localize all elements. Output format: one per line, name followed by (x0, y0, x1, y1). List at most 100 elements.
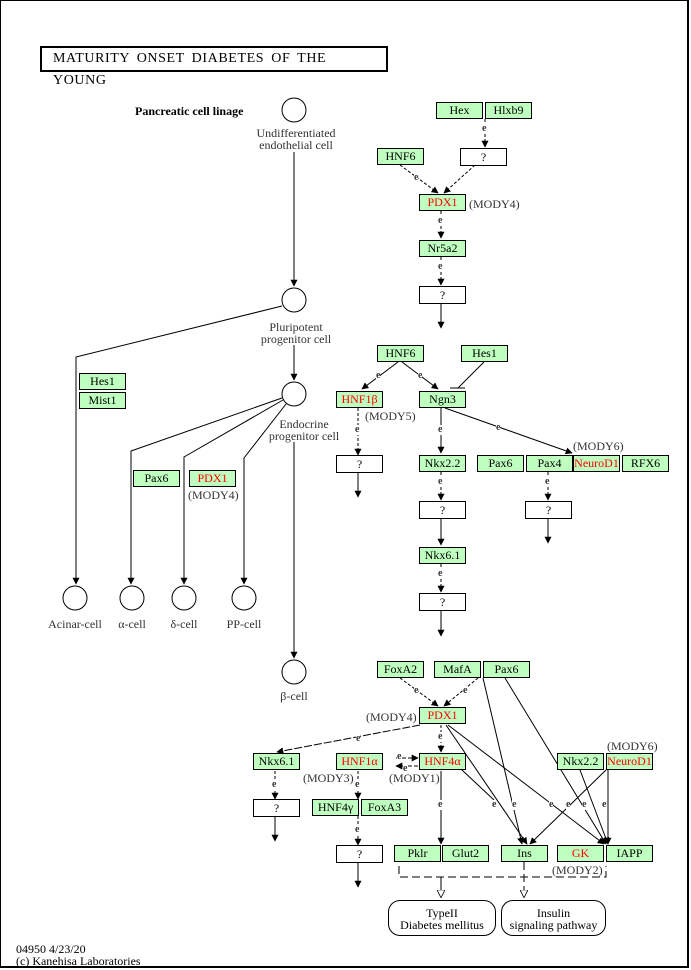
cell-label-beta: β-cell (280, 689, 308, 703)
edge-label: e (602, 799, 607, 810)
edge-label: e (438, 424, 443, 435)
mody4-label-bot: (MODY4) (366, 710, 417, 724)
gene-foxa2[interactable]: FoxA2 (377, 661, 424, 678)
map-id-date: 04950 4/23/20 (16, 942, 86, 956)
gene-pax6-bot[interactable]: Pax6 (483, 661, 530, 678)
gene-neurod1-bot[interactable]: NeuroD1 (606, 753, 653, 770)
gene-nkx61-bot[interactable]: Nkx6.1 (253, 753, 300, 770)
edge-label: e (355, 824, 360, 835)
cell-pluripotent (281, 287, 307, 313)
gene-hnf1a[interactable]: HNF1α (336, 753, 383, 770)
gene-pdx1-top[interactable]: PDX1 (419, 194, 466, 211)
cell-label-endocrine: Endocrine progenitor cell (268, 417, 340, 443)
gene-hnf6-mid[interactable]: HNF6 (377, 345, 424, 362)
cell-endocrine (281, 381, 307, 407)
pathway-insulin-signaling[interactable]: Insulin signaling pathway (501, 900, 606, 936)
gene-gk[interactable]: GK (557, 845, 604, 862)
gene-hlxb9[interactable]: Hlxb9 (485, 102, 532, 119)
gene-pax6-left[interactable]: Pax6 (133, 470, 180, 487)
gene-ngn3[interactable]: Ngn3 (419, 391, 466, 408)
edge-label: e (438, 568, 443, 579)
gene-nkx22-bot[interactable]: Nkx2.2 (557, 753, 604, 770)
unknown-node: ? (336, 455, 383, 473)
gene-nkx61-mid[interactable]: Nkx6.1 (419, 547, 466, 564)
gene-ins[interactable]: Ins (501, 845, 548, 862)
unknown-node: ? (253, 799, 300, 817)
gene-nkx22-mid[interactable]: Nkx2.2 (419, 455, 466, 472)
gene-rfx6[interactable]: RFX6 (622, 455, 669, 472)
unknown-node: ? (419, 286, 466, 304)
mody4-label-top: (MODY4) (469, 197, 520, 211)
gene-hnf4y[interactable]: HNF4γ (312, 799, 359, 816)
edge-label: e (397, 751, 402, 762)
cell-undifferentiated (281, 97, 307, 123)
cell-delta (171, 585, 197, 611)
gene-hnf1b[interactable]: HNF1β (336, 391, 383, 408)
mody5-label: (MODY5) (365, 409, 416, 423)
gene-hes1-mid[interactable]: Hes1 (461, 345, 508, 362)
cell-label-undifferentiated: Undifferentiated endothelial cell (256, 126, 336, 152)
edge-label: e (512, 799, 517, 810)
edge-label: e (376, 370, 381, 381)
gene-pklr[interactable]: Pklr (394, 845, 441, 862)
cell-alpha (119, 585, 145, 611)
edge-label: e (438, 261, 443, 272)
gene-neurod1-mid[interactable]: NeuroD1 (573, 455, 620, 472)
edge-label: e (272, 779, 277, 790)
gene-pdx1-bot[interactable]: PDX1 (419, 707, 466, 724)
gene-hnf4a[interactable]: HNF4α (419, 753, 466, 770)
edge-label: e (355, 424, 360, 435)
cell-label-delta: δ-cell (170, 617, 198, 631)
cell-label-pluripotent: Pluripotent progenitor cell (260, 320, 332, 346)
mody2-label: (MODY2) (552, 863, 603, 877)
gene-pax6-mid[interactable]: Pax6 (477, 455, 524, 472)
edge-label: e (355, 779, 360, 790)
gene-foxa3[interactable]: FoxA3 (361, 799, 408, 816)
cell-label-alpha: α-cell (118, 617, 146, 631)
unknown-node: ? (336, 845, 383, 863)
edge-label: e (482, 123, 487, 134)
cell-acinar (62, 585, 88, 611)
unknown-node: ? (525, 501, 572, 519)
edge-label: e (438, 799, 443, 810)
edge-label: e (418, 370, 423, 381)
edge-label: e (356, 733, 361, 744)
mody4-label-left: (MODY4) (188, 488, 239, 502)
edge-label: e (463, 685, 468, 696)
gene-hex[interactable]: Hex (436, 102, 483, 119)
edge-label: e (492, 799, 497, 810)
cell-beta (281, 659, 307, 685)
cell-label-acinar: Acinar-cell (48, 617, 102, 631)
unknown-node: ? (460, 148, 507, 166)
mody6-label-bot: (MODY6) (607, 739, 658, 753)
edge-label: e (566, 799, 571, 810)
edge-label: e (414, 172, 419, 183)
edge-label: e (545, 476, 550, 487)
mody1-label: (MODY1) (389, 771, 440, 785)
gene-mist1[interactable]: Mist1 (79, 392, 126, 409)
copyright: (c) Kanehisa Laboratories (16, 954, 141, 968)
gene-nr5a2[interactable]: Nr5a2 (419, 240, 466, 257)
gene-iapp[interactable]: IAPP (606, 845, 653, 862)
mody6-label-mid: (MODY6) (573, 439, 624, 453)
edge-label: e (438, 731, 443, 742)
gene-hnf6-top[interactable]: HNF6 (377, 148, 424, 165)
edge-label: e (582, 799, 587, 810)
cell-label-pp: PP-cell (226, 617, 262, 631)
cell-pp (231, 585, 257, 611)
pathway-type2-diabetes[interactable]: TypeII Diabetes mellitus (388, 900, 496, 936)
mody3-label: (MODY3) (303, 771, 354, 785)
edge-label: e (438, 476, 443, 487)
edge-label: e (414, 685, 419, 696)
gene-pdx1-left[interactable]: PDX1 (189, 470, 236, 487)
gene-mafa[interactable]: MafA (434, 661, 481, 678)
edge-label: e (549, 799, 554, 810)
unknown-node: ? (419, 501, 466, 519)
gene-pax4[interactable]: Pax4 (526, 455, 573, 472)
edge-label: e (438, 215, 443, 226)
gene-glut2[interactable]: Glut2 (442, 845, 489, 862)
map-title: MATURITY ONSET DIABETES OF THE YOUNG (40, 46, 388, 88)
gene-hes1-left[interactable]: Hes1 (79, 373, 126, 390)
